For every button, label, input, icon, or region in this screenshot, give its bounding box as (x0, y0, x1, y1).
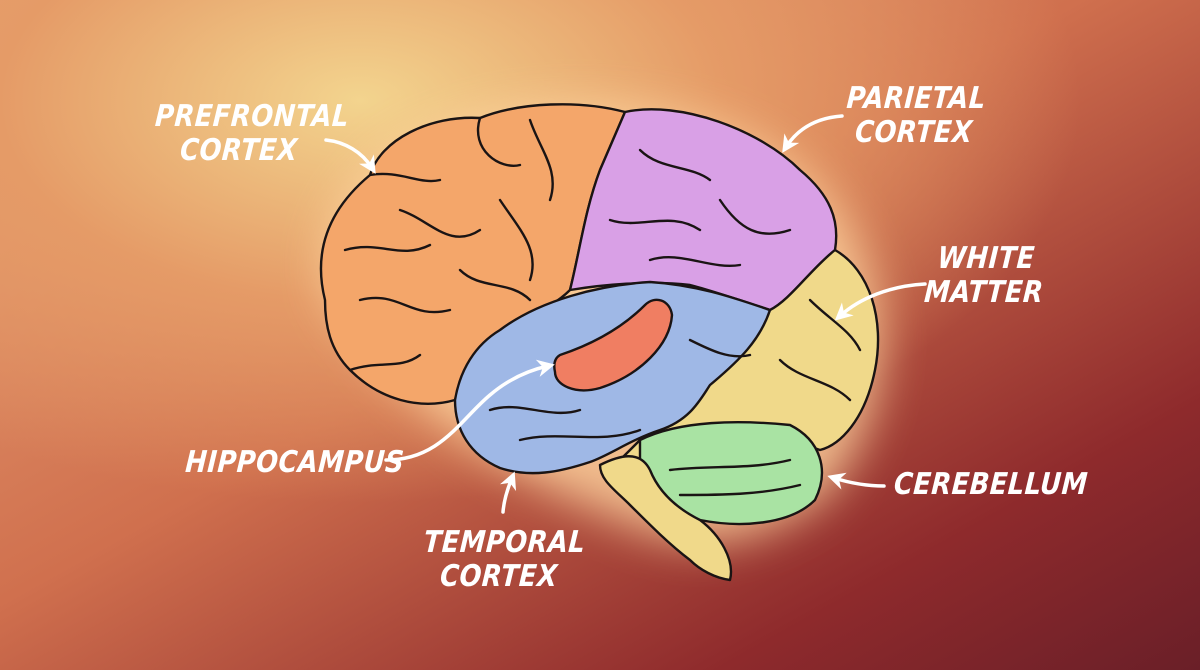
label-parietal-cortex: PARIETAL CORTEX (845, 81, 987, 150)
arrow-hippocampus (384, 359, 555, 462)
arrow-temporal (499, 471, 517, 514)
arrow-cerebellum (827, 472, 886, 490)
hippocampus (553, 298, 674, 392)
label-cerebellum: CEREBELLUM (892, 467, 1090, 502)
label-white-matter: WHITE MATTER (923, 241, 1045, 310)
label-temporal-cortex: TEMPORAL CORTEX (422, 525, 587, 594)
arrow-parietal (782, 114, 844, 153)
label-hippocampus: HIPPOCAMPUS (184, 445, 406, 480)
brainstem (598, 455, 733, 582)
label-prefrontal-cortex: PREFRONTAL CORTEX (154, 99, 351, 168)
label-arrows (324, 114, 927, 514)
arrow-prefrontal (324, 138, 376, 174)
gyri-lines (343, 116, 862, 497)
arrow-white-matter (834, 282, 927, 321)
